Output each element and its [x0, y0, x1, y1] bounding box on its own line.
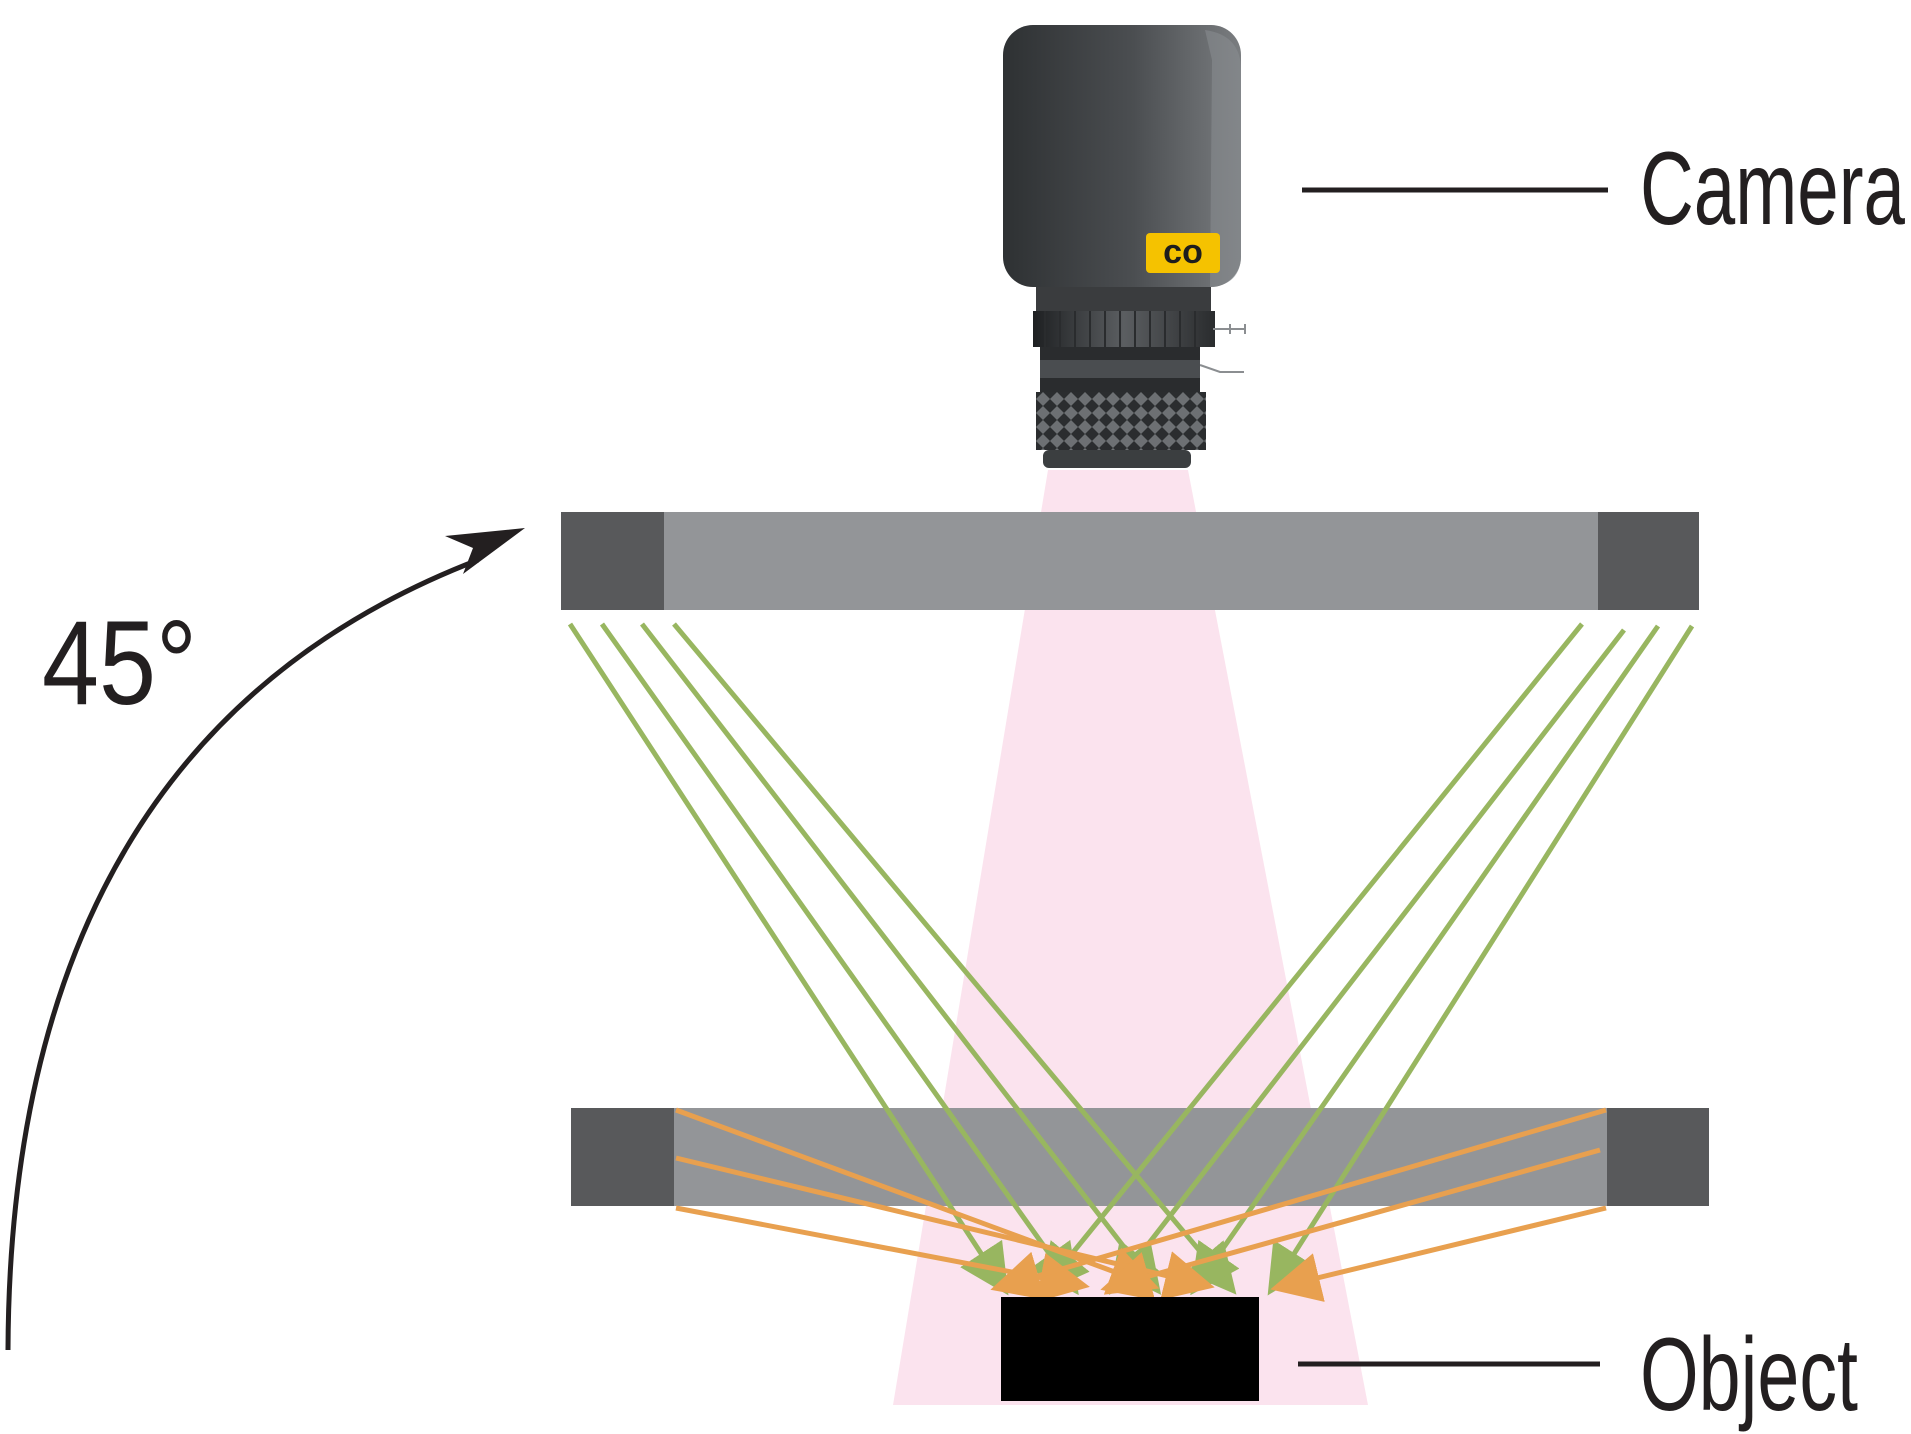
- object-label: Object: [1640, 1317, 1858, 1433]
- green-ray: [1038, 622, 1584, 1295]
- lower-diffuser-left-light: [571, 1108, 674, 1206]
- green-ray: [567, 622, 1009, 1296]
- object-block: [1001, 1297, 1259, 1401]
- angle-arrowhead: [445, 528, 525, 574]
- lens-knurled-ring: [1036, 392, 1206, 450]
- angle-label: 45°: [42, 596, 197, 730]
- camera-logo-badge: [1146, 233, 1220, 273]
- green-ray: [640, 622, 1162, 1295]
- orange-ray: [1270, 1205, 1607, 1302]
- camera-logo-text: co: [1163, 233, 1203, 271]
- camera-label: Camera: [1640, 131, 1905, 247]
- green-ray: [1190, 624, 1661, 1296]
- green-ray: [1108, 628, 1626, 1295]
- upper-diffuser: [561, 512, 1699, 610]
- lower-diffuser: [571, 1108, 1709, 1206]
- upper-diffuser-right-light: [1598, 512, 1699, 610]
- green-light-rays: [567, 622, 1695, 1296]
- camera-body: [1003, 25, 1241, 287]
- angle-arc: [5, 557, 479, 1351]
- lens-focus-ring: [1033, 311, 1215, 347]
- orange-ray: [1100, 1147, 1601, 1301]
- lower-diffuser-right-light: [1607, 1108, 1709, 1206]
- camera: co: [1003, 25, 1246, 468]
- green-ray: [599, 622, 1079, 1296]
- upper-diffuser-left-light: [561, 512, 664, 610]
- orange-light-rays: [675, 1107, 1607, 1303]
- green-ray: [1267, 624, 1695, 1296]
